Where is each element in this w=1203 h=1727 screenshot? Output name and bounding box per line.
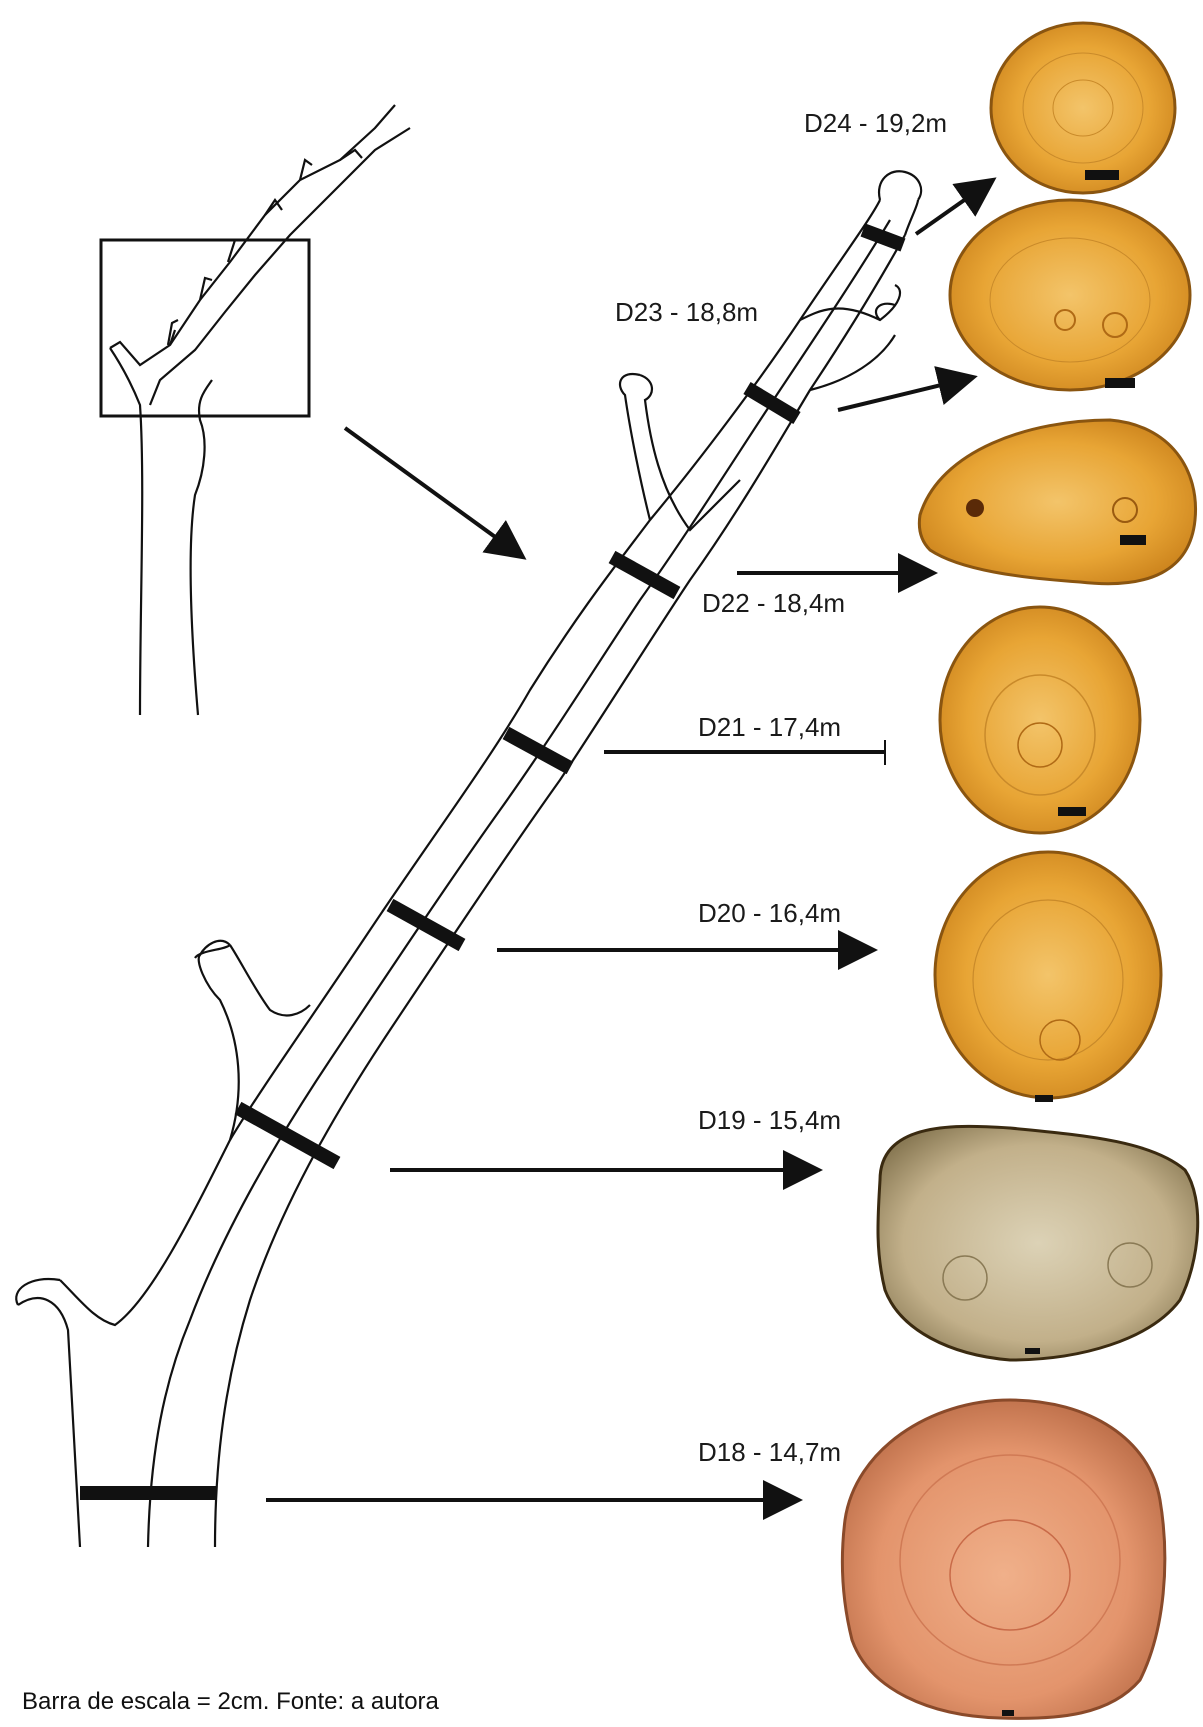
label-d20: D20 - 16,4m	[698, 898, 841, 929]
cut-bar-d21	[506, 733, 570, 768]
section-arrows	[266, 182, 990, 1500]
label-d21: D21 - 17,4m	[698, 712, 841, 743]
wood-discs	[842, 23, 1197, 1718]
label-d19: D19 - 15,4m	[698, 1105, 841, 1136]
disc-d24	[991, 23, 1175, 193]
cut-bar-d24	[863, 230, 903, 245]
arrow-d23	[838, 378, 970, 410]
figure-caption: Barra de escala = 2cm. Fonte: a autora	[22, 1688, 439, 1716]
disc-d21	[940, 607, 1140, 833]
overview-arrow	[345, 428, 520, 555]
trunk-drawing	[16, 171, 921, 1547]
overview-tree	[101, 105, 410, 715]
label-d23: D23 - 18,8m	[615, 297, 758, 328]
cut-bar-d20	[390, 905, 462, 945]
disc-d19	[878, 1126, 1198, 1360]
arrow-d24	[916, 182, 990, 234]
label-d18: D18 - 14,7m	[698, 1437, 841, 1468]
disc-d23	[950, 200, 1190, 390]
cut-bars	[80, 230, 903, 1493]
disc-d20	[935, 852, 1161, 1102]
cut-bar-d23	[747, 388, 797, 418]
label-d22: D22 - 18,4m	[702, 588, 845, 619]
disc-d22	[919, 420, 1195, 584]
cut-bar-d19	[238, 1108, 337, 1163]
label-d24: D24 - 19,2m	[804, 108, 947, 139]
disc-d18	[842, 1400, 1164, 1718]
